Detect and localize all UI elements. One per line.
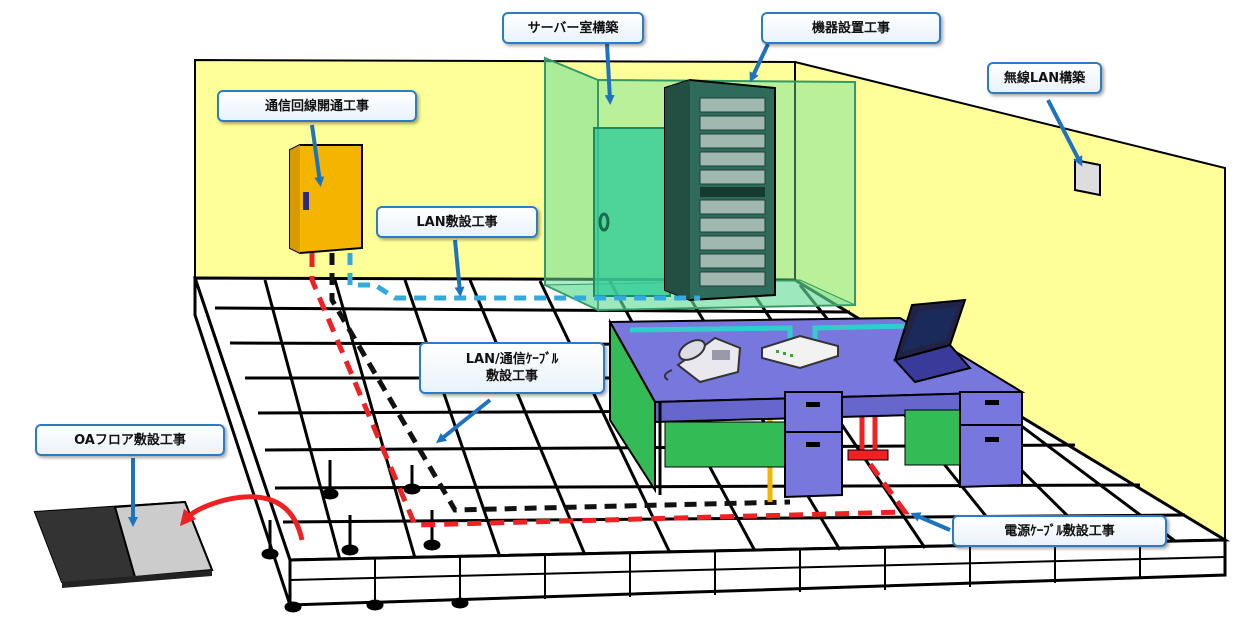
callout-equipment-install-text: 機器設置工事 xyxy=(811,20,890,36)
oa-floor-curved-arrow xyxy=(179,494,305,541)
callout-oa-floor-text: OAフロア敷設工事 xyxy=(74,432,186,448)
callout-lan-cabling: LAN敷設工事 xyxy=(376,206,538,238)
callout-lan-telecom-cable-text-1: LAN/通信ｹｰﾌﾞﾙ xyxy=(465,352,559,367)
lan-cable xyxy=(347,253,700,301)
network-hub xyxy=(761,334,839,370)
server-room-door xyxy=(593,127,671,297)
power-outlet xyxy=(847,449,889,461)
callout-arrows xyxy=(128,43,1083,532)
server-rack xyxy=(664,78,776,302)
callout-server-room: サーバー室構築 xyxy=(502,12,644,44)
callout-wireless-lan-text: 無線LAN構築 xyxy=(1003,70,1086,86)
door-knob xyxy=(598,212,610,232)
oa-floor-sample xyxy=(33,500,214,588)
callout-power-cable: 電源ｹｰﾌﾞﾙ敷設工事 xyxy=(952,515,1167,547)
floor-pedestals xyxy=(261,460,469,613)
laptop xyxy=(893,298,972,384)
telephone xyxy=(663,336,742,384)
callout-oa-floor: OAフロア敷設工事 xyxy=(35,424,225,456)
callout-lan-cabling-text: LAN敷設工事 xyxy=(416,214,498,230)
wireless-access-point xyxy=(1074,158,1101,197)
telecom-cable xyxy=(329,253,791,513)
callout-lan-telecom-cable: LAN/通信ｹｰﾌﾞﾙ 敷設工事 xyxy=(419,342,605,394)
telecom-panel xyxy=(289,144,363,255)
callout-equipment-install: 機器設置工事 xyxy=(761,12,941,44)
callout-power-cable-text: 電源ｹｰﾌﾞﾙ敷設工事 xyxy=(1004,523,1115,539)
callout-lan-telecom-cable-text-2: 敷設工事 xyxy=(485,369,538,384)
floor-edge-tiles xyxy=(289,543,1226,603)
power-cable xyxy=(309,253,910,528)
callout-telecom-line-text: 通信回線開通工事 xyxy=(264,98,369,114)
callout-wireless-lan: 無線LAN構築 xyxy=(987,62,1102,94)
callout-server-room-text: サーバー室構築 xyxy=(527,20,619,36)
callout-telecom-line: 通信回線開通工事 xyxy=(217,90,417,122)
